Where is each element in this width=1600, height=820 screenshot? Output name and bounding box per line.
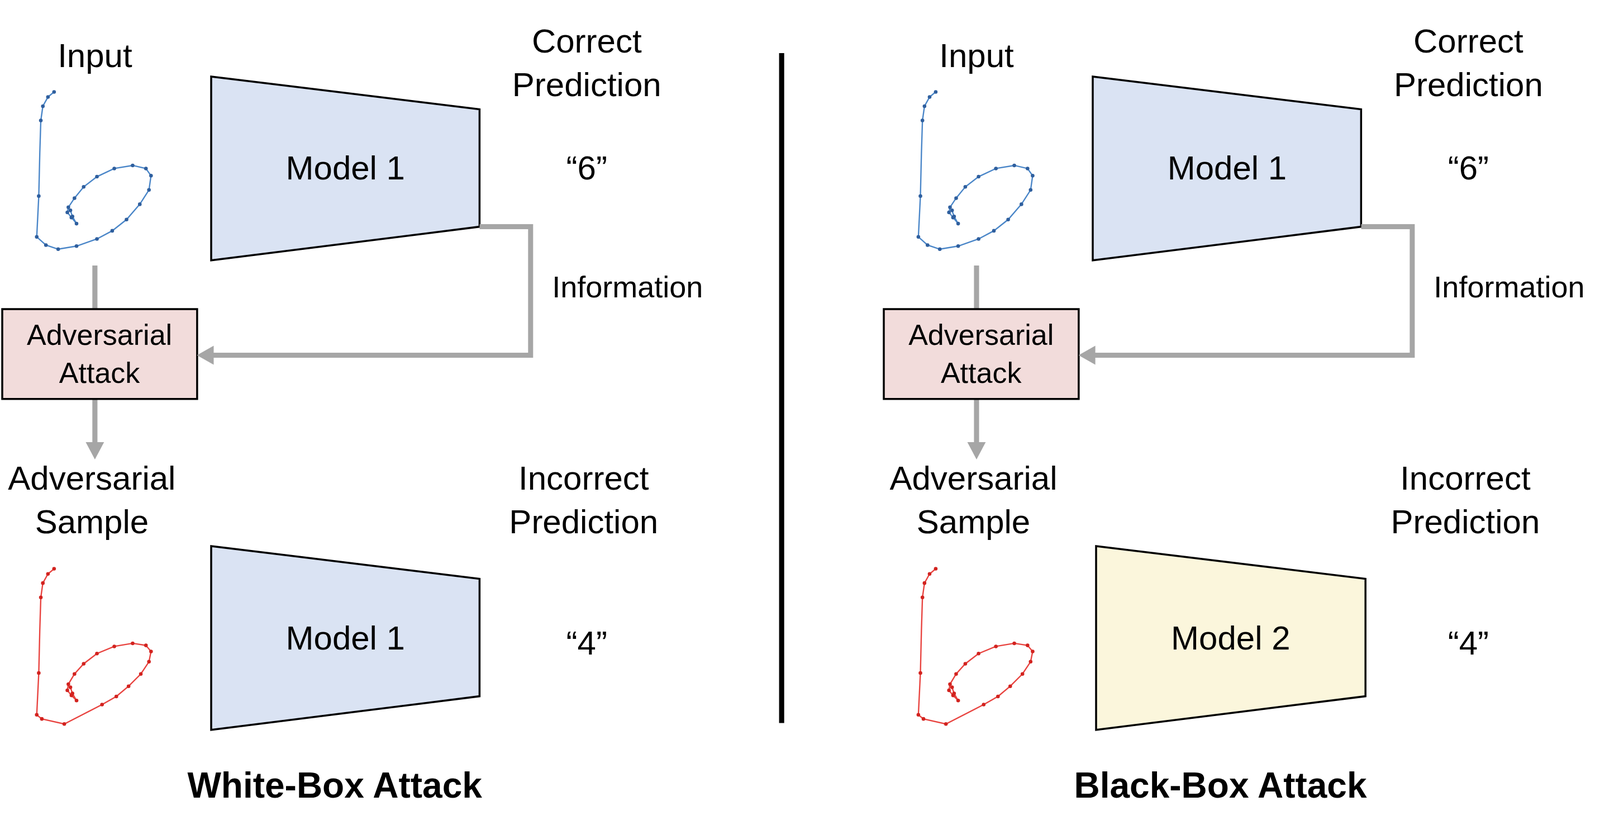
box-shape bbox=[883, 308, 1079, 399]
model-box: Model 1 bbox=[211, 76, 480, 261]
edge-label: Information bbox=[1433, 267, 1585, 307]
prediction-label: Incorrect Prediction bbox=[491, 456, 676, 544]
sample-label: Adversarial Sample bbox=[0, 456, 187, 544]
connector-line bbox=[212, 226, 531, 356]
box-label: Model 1 bbox=[1156, 146, 1298, 190]
sample-label: Adversarial Sample bbox=[878, 456, 1069, 544]
box-label: Model 1 bbox=[274, 616, 417, 660]
model-box: Model 1 bbox=[211, 545, 480, 730]
input-label: Input bbox=[939, 34, 1014, 78]
prediction-label: Correct Prediction bbox=[494, 19, 679, 107]
arrow-head bbox=[967, 441, 987, 460]
box-text: Model 1 bbox=[211, 545, 480, 730]
panel-title: White-Box Attack bbox=[187, 762, 482, 809]
panel-title: Black-Box Attack bbox=[1074, 762, 1368, 809]
connector-arrow bbox=[1078, 226, 1413, 365]
box-label: Model 1 bbox=[274, 146, 417, 190]
box-shape bbox=[211, 545, 480, 730]
input-label: Input bbox=[57, 34, 132, 78]
box-label: Adversarial Attack bbox=[2, 316, 198, 392]
box-text: Adversarial Attack bbox=[883, 308, 1079, 399]
digit-adversarial bbox=[34, 566, 153, 726]
box-shape bbox=[2, 308, 198, 399]
output-arrow bbox=[92, 398, 98, 444]
prediction-label: Correct Prediction bbox=[1375, 19, 1561, 107]
model-box: Model 2 bbox=[1096, 545, 1366, 730]
output-arrow bbox=[973, 398, 979, 444]
connector-line bbox=[1094, 226, 1413, 356]
prediction-value: “6” bbox=[566, 146, 608, 190]
prediction-value: “4” bbox=[1448, 621, 1489, 665]
box-text: Adversarial Attack bbox=[2, 308, 198, 399]
prediction-value: “6” bbox=[1448, 146, 1489, 190]
attack-box: Adversarial Attack bbox=[883, 308, 1079, 399]
box-shape bbox=[1096, 545, 1366, 730]
connector-arrow bbox=[197, 226, 531, 365]
box-label: Model 2 bbox=[1159, 616, 1302, 660]
attack-box: Adversarial Attack bbox=[2, 308, 198, 399]
digit-input bbox=[34, 89, 153, 251]
box-shape bbox=[211, 76, 480, 261]
digit-input bbox=[916, 89, 1035, 251]
arrow-head bbox=[197, 345, 214, 365]
input-line bbox=[92, 265, 98, 310]
box-text: Model 1 bbox=[1092, 76, 1361, 261]
digit-adversarial bbox=[916, 566, 1035, 726]
prediction-value: “4” bbox=[566, 621, 608, 665]
box-text: Model 2 bbox=[1096, 545, 1366, 730]
box-label: Adversarial Attack bbox=[883, 316, 1079, 392]
model-box: Model 1 bbox=[1092, 76, 1361, 261]
box-shape bbox=[1092, 76, 1361, 261]
box-text: Model 1 bbox=[211, 76, 480, 261]
prediction-label: Incorrect Prediction bbox=[1373, 456, 1558, 544]
arrow-head bbox=[1078, 345, 1096, 365]
divider-line bbox=[779, 53, 785, 723]
input-line bbox=[973, 265, 979, 310]
edge-label: Information bbox=[551, 267, 703, 307]
arrow-head bbox=[85, 441, 104, 460]
